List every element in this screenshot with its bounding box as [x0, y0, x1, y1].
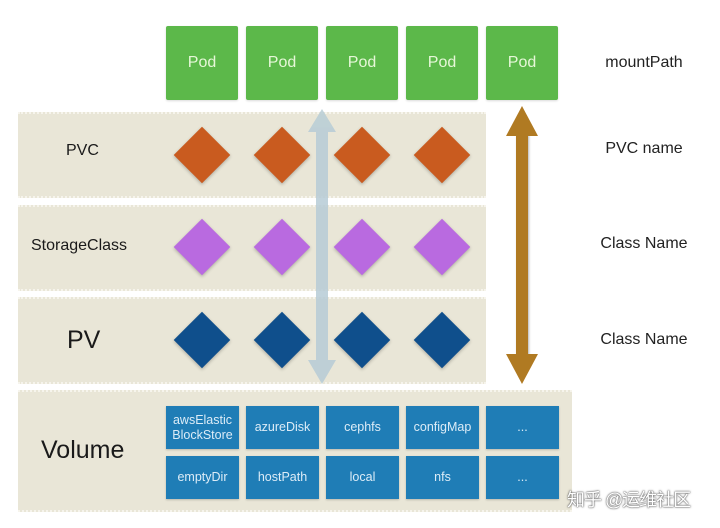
volume-type-cell: azureDisk: [246, 406, 319, 449]
pvc-name-label: PVC name: [605, 140, 683, 157]
storageclass-layer-label: StorageClass: [31, 237, 128, 254]
pvc-layer: PVC: [18, 112, 486, 198]
outer-bidirectional-arrow: [506, 106, 538, 384]
storageclass-layer: StorageClass: [18, 205, 486, 291]
pv-layer: PV: [18, 297, 486, 384]
watermark: 知乎 @运维社区: [567, 490, 691, 510]
volume-type-cell: configMap: [406, 406, 479, 449]
pv-layer-label: PV: [67, 326, 101, 354]
pod-box: Pod: [166, 26, 238, 100]
pv-class-name-label: Class Name: [600, 331, 688, 348]
volume-type-cell: ...: [486, 406, 559, 449]
storageclass-class-name-label: Class Name: [600, 235, 688, 252]
volume-type-cell: local: [326, 456, 399, 499]
mountpath-label: mountPath: [605, 54, 683, 71]
volume-type-cell: ...: [486, 456, 559, 499]
volume-type-cell: awsElastic BlockStore: [166, 406, 239, 449]
pod-box: Pod: [406, 26, 478, 100]
volume-type-cell: nfs: [406, 456, 479, 499]
volume-type-cell: emptyDir: [166, 456, 239, 499]
pvc-layer-label: PVC: [66, 142, 99, 159]
pod-box: Pod: [486, 26, 558, 100]
volume-type-cell: hostPath: [246, 456, 319, 499]
pod-box: Pod: [246, 26, 318, 100]
pod-box: Pod: [326, 26, 398, 100]
inner-bidirectional-arrow: [308, 109, 336, 384]
volume-type-cell: cephfs: [326, 406, 399, 449]
volume-layer-label: Volume: [41, 436, 125, 464]
